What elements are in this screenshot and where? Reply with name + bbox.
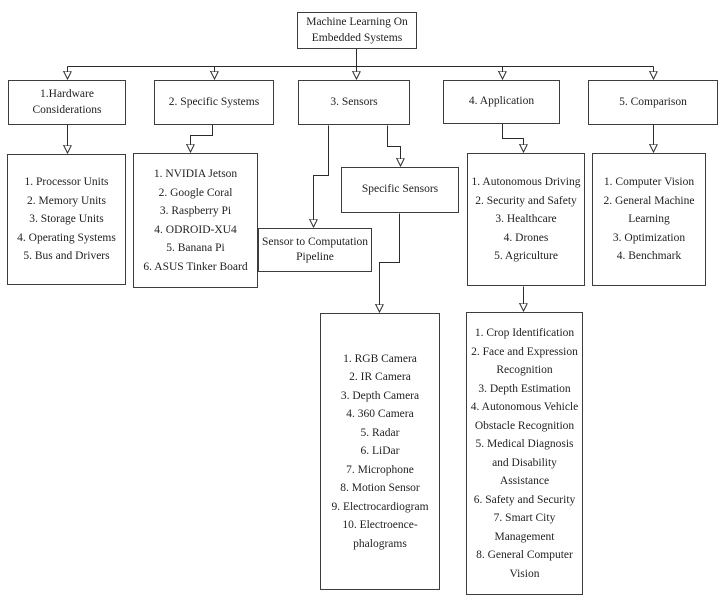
list-item: 10. Electroence- phalograms [342,519,418,550]
list-item: 4. Autonomous Vehicle Obstacle Recogniti… [470,401,579,432]
node-application: 4. Application [443,80,560,124]
list-item: 5. Medical Diagnosis and Disability Assi… [475,438,574,487]
connector-sensors-specific [387,125,401,160]
node-systems-list: 1. NVIDIA Jetson 2. Google Coral 3. Raspbe… [133,153,258,288]
node-hardware-list: 1. Processor Units 2. Memory Units 3. Stor… [7,154,126,285]
node-sensors: 3. Sensors [298,80,410,125]
list-item: 2. General Machine Learning [603,194,695,226]
list-item: 5. Agriculture [494,250,558,263]
list-item: 3. Healthcare [495,213,557,226]
list-item: 2. Face and Expression Recognition [471,345,578,377]
list-item: 3. Raspberry Pi [159,205,232,217]
list-item: 5. Bus and Drivers [23,250,110,263]
list-item: 1. Processor Units [24,176,109,189]
list-item: 1. NVIDIA Jetson [153,168,238,180]
node-root: Machine Learning On Embedded Systems [297,12,417,49]
node-sensor-pipeline: Sensor to Computation Pipeline [258,228,372,272]
list-item: 1. Autonomous Driving [471,176,581,189]
list-item: 2. IR Camera [349,371,411,384]
node-hardware-considerations: 1.Hardware Considerations [8,80,126,125]
list-item: 5. Radar [360,426,400,439]
list-item: 2. Security and Safety [475,194,577,207]
list-item: 7. Smart City Management [493,512,556,543]
list-item: 5. Banana Pi [166,242,225,254]
node-application-list: 1. Autonomous Driving 2. Security and Saf… [467,153,585,286]
connector-sensors-pipeline [314,125,329,221]
connector-application-list [502,123,524,146]
node-comparison-list: 1. Computer Vision 2. General Machine Lea… [592,153,706,286]
node-comparison: 5. Comparison [588,80,718,125]
list-item: 1. RGB Camera [343,352,417,365]
node-application-detail-list: 1. Crop Identification 2. Face and Expres… [466,312,583,595]
list-item: 1. Computer Vision [603,176,695,189]
list-item: 3. Optimization [612,231,686,244]
list-item: 7. Microphone [346,463,414,476]
node-sensors-list: 1. RGB Camera 2. IR Camera 3. Depth Camera… [320,313,440,590]
list-item: 2. Memory Units [27,194,106,207]
list-item: 6. ASUS Tinker Board [143,260,248,273]
list-item: 4. ODROID-XU4 [154,223,237,236]
list-item: 6. LiDar [360,445,400,458]
list-item: 3. Depth Camera [340,389,420,402]
connector-systems-list [191,124,213,146]
node-specific-systems: 2. Specific Systems [154,80,274,125]
node-specific-sensors: Specific Sensors [341,167,459,213]
list-item: 8. Motion Sensor [340,482,420,495]
list-item: 4. Operating Systems [17,231,116,244]
list-item: 4. Benchmark [616,250,682,263]
list-item: 3. Storage Units [29,213,104,226]
list-item: 4. 360 Camera [346,408,414,421]
connector-root-rail [67,48,654,67]
list-item: 4. Drones [503,231,549,244]
list-item: 8. General Computer Vision [476,549,573,580]
list-item: 9. Electrocardiogram [331,500,429,513]
list-item: 3. Depth Estimation [478,382,571,395]
list-item: 6. Safety and Security [473,493,576,506]
list-item: 1. Crop Identification [474,327,575,339]
connector-specific-sensorlist [380,213,400,306]
list-item: 2. Google Coral [158,186,233,199]
